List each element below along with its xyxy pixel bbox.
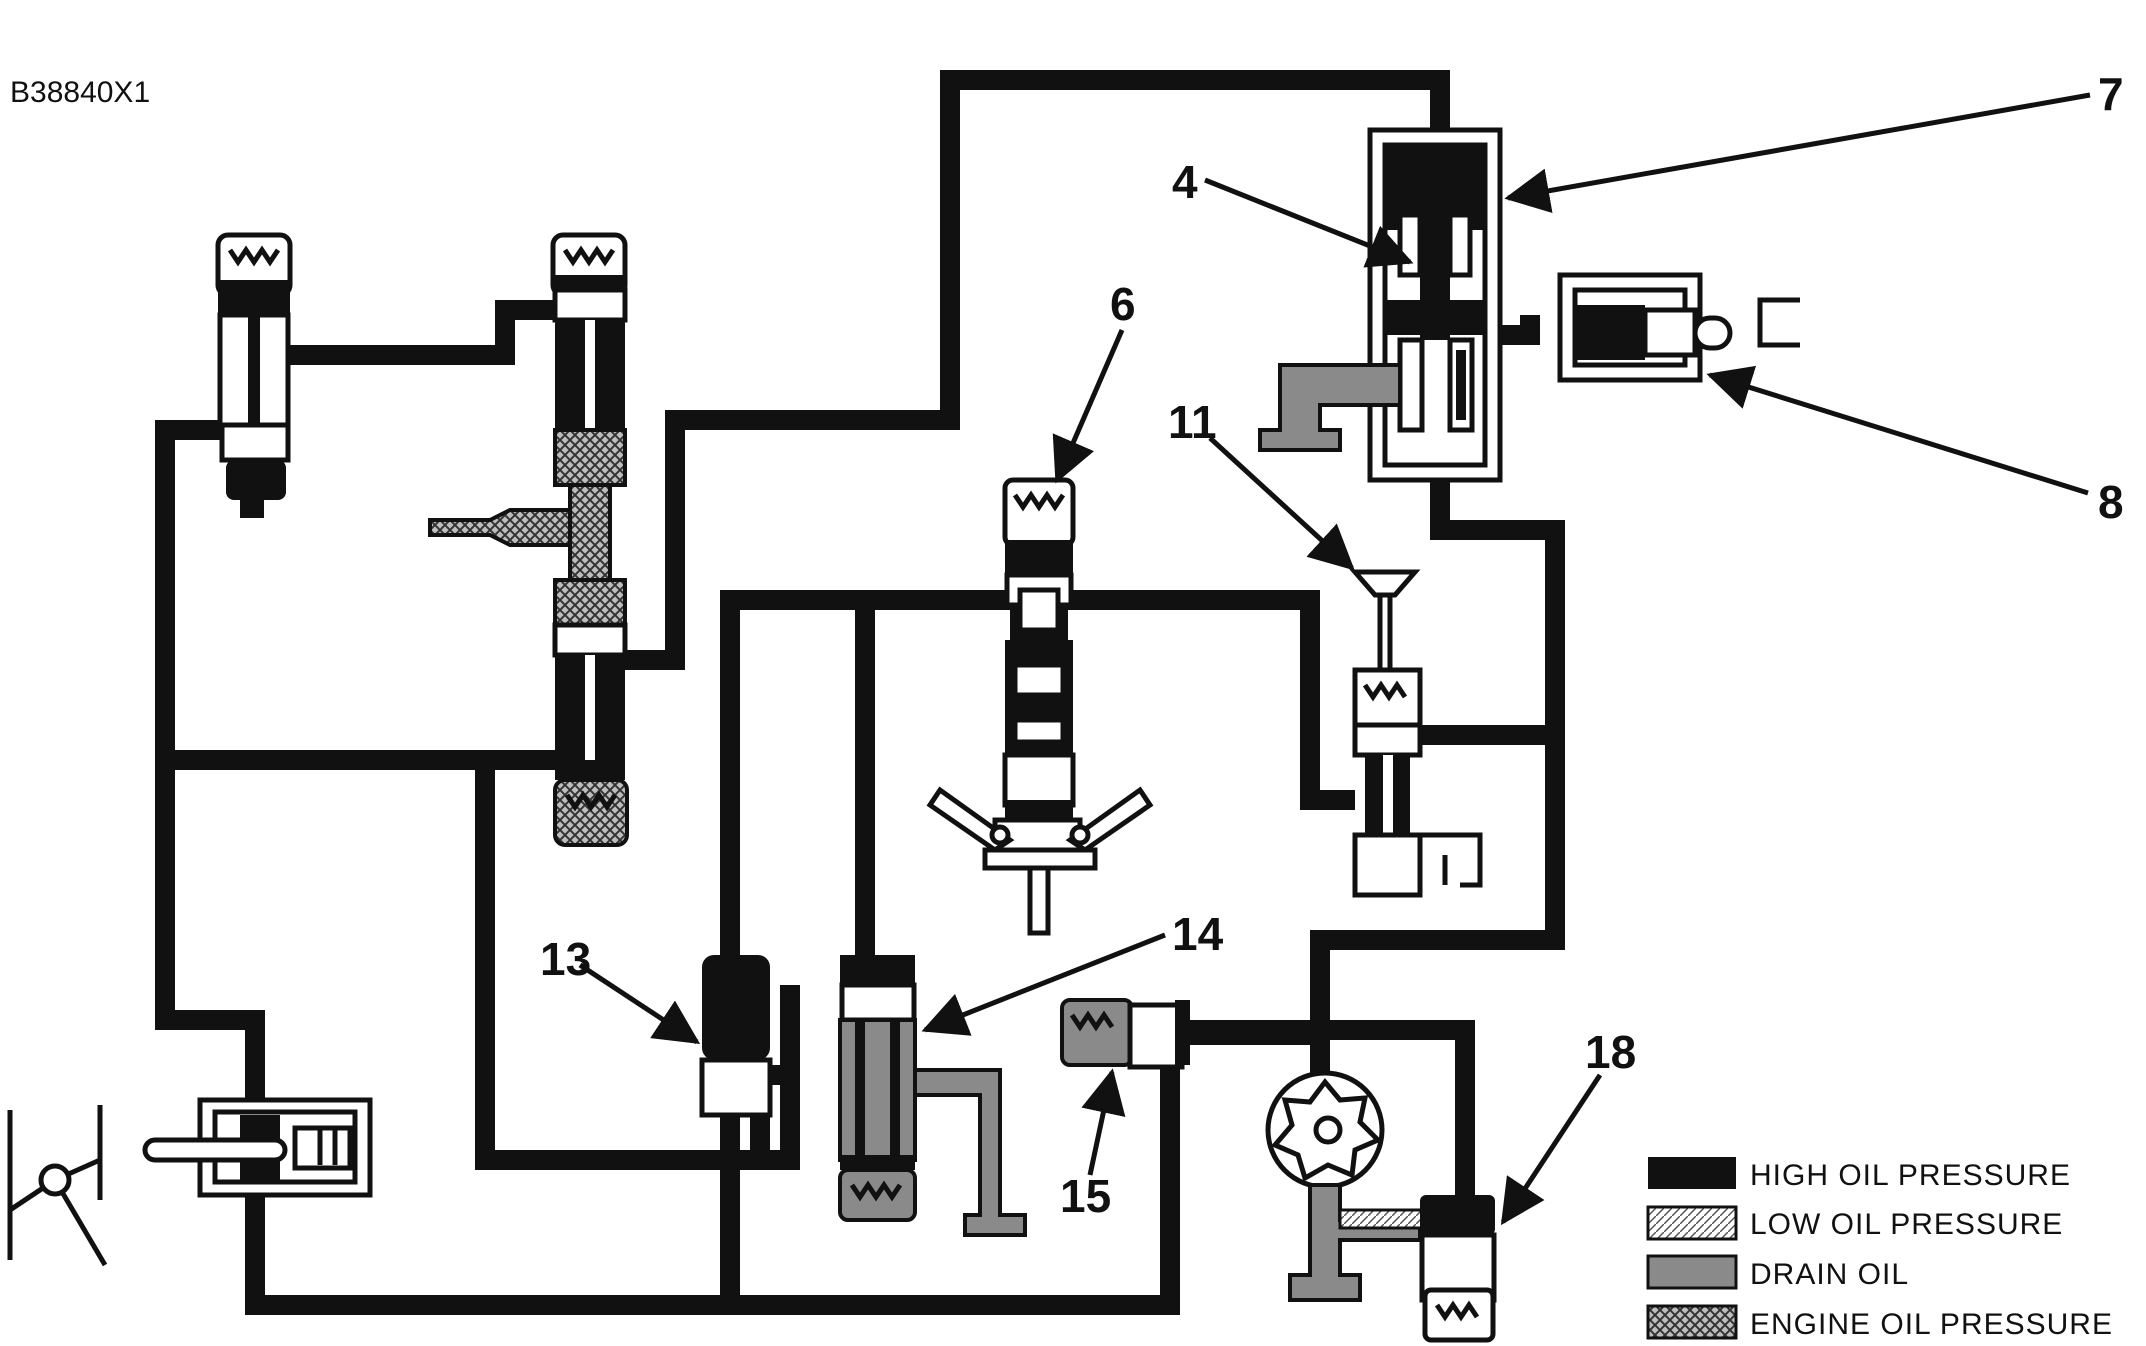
callout-18: 18 (1585, 1026, 1636, 1078)
legend-item-low: LOW OIL PRESSURE (1646, 1205, 2063, 1241)
callouts: 7 4 6 11 8 13 14 15 18 (540, 68, 2124, 1226)
legend-swatch-engine (1646, 1304, 1738, 1340)
callout-14: 14 (1172, 908, 1224, 960)
callout-6: 6 (1110, 278, 1136, 330)
callout-15: 15 (1060, 1170, 1111, 1222)
legend-label-high: HIGH OIL PRESSURE (1750, 1159, 2071, 1192)
center-valve (926, 477, 1154, 936)
legend-label-engine: ENGINE OIL PRESSURE (1750, 1308, 2113, 1341)
legend: HIGH OIL PRESSURE LOW OIL PRESSURE DRAIN… (1646, 1157, 2113, 1341)
valve-13 (699, 955, 773, 1118)
document-id: B38840X1 (10, 76, 150, 109)
legend-item-high: HIGH OIL PRESSURE (1648, 1157, 2071, 1192)
callout-13: 13 (540, 933, 591, 985)
callout-7: 7 (2098, 68, 2124, 120)
valve-11 (1349, 569, 1483, 898)
high-pressure-lines (155, 70, 1565, 1315)
legend-item-engine: ENGINE OIL PRESSURE (1646, 1304, 2113, 1341)
valve-14 (838, 955, 1027, 1237)
selector-valve (428, 232, 629, 847)
legend-item-drain: DRAIN OIL (1646, 1254, 1909, 1291)
legend-swatch-low (1646, 1205, 1738, 1241)
callout-11: 11 (1168, 396, 1217, 448)
top-right-valve (1258, 127, 1800, 483)
left-valve (215, 232, 293, 518)
pump (1265, 1070, 1442, 1302)
valve-18 (1419, 1195, 1497, 1343)
legend-label-low: LOW OIL PRESSURE (1750, 1208, 2063, 1241)
lower-left-control (7, 1097, 373, 1267)
legend-label-drain: DRAIN OIL (1750, 1258, 1909, 1291)
callout-4: 4 (1172, 156, 1198, 208)
legend-swatch-high (1648, 1157, 1736, 1189)
legend-swatch-drain (1646, 1254, 1738, 1290)
callout-8: 8 (2098, 476, 2124, 528)
valve-15 (1060, 998, 1190, 1070)
